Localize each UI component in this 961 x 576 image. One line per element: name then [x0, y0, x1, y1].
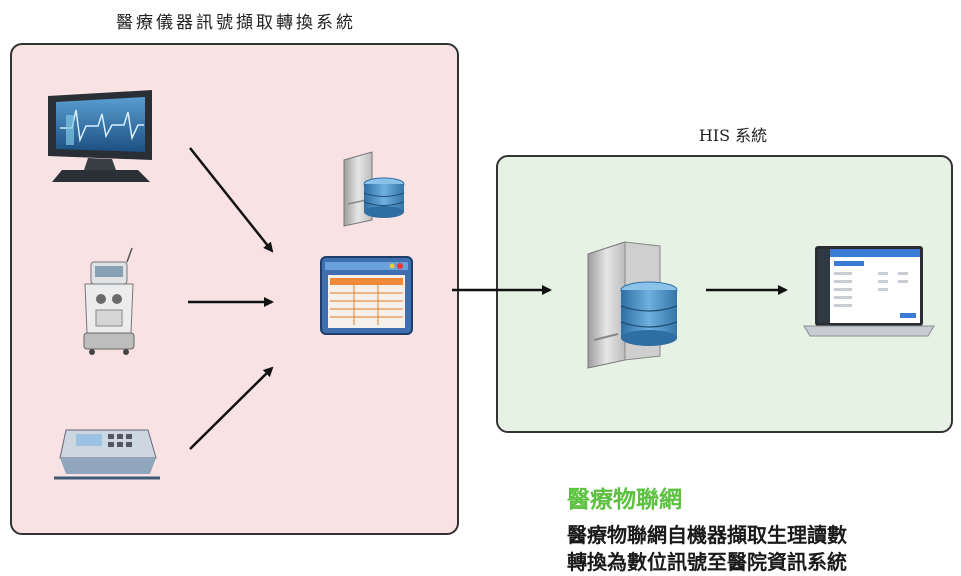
data-table-window-icon — [320, 256, 413, 335]
dialysis-machine-icon — [83, 247, 135, 355]
infusion-pump-icon — [54, 429, 160, 480]
caption-line-1: 醫療物聯網自機器擷取生理讀數 — [567, 523, 847, 547]
local-server-icon — [343, 151, 405, 227]
caption-title: 醫療物聯網 — [567, 487, 682, 513]
patient-monitor-icon — [48, 90, 152, 182]
laptop-dashboard-icon — [803, 246, 935, 337]
signal-conversion-system-title: 醫療儀器訊號擷取轉換系統 — [116, 13, 356, 33]
his-server-icon — [587, 241, 678, 369]
his-system-title: HIS 系統 — [698, 126, 768, 145]
arrow-monitor-to-converter — [189, 147, 274, 253]
arrow-pump-to-converter — [189, 366, 274, 450]
caption-line-2: 轉換為數位訊號至醫院資訊系統 — [567, 550, 847, 574]
